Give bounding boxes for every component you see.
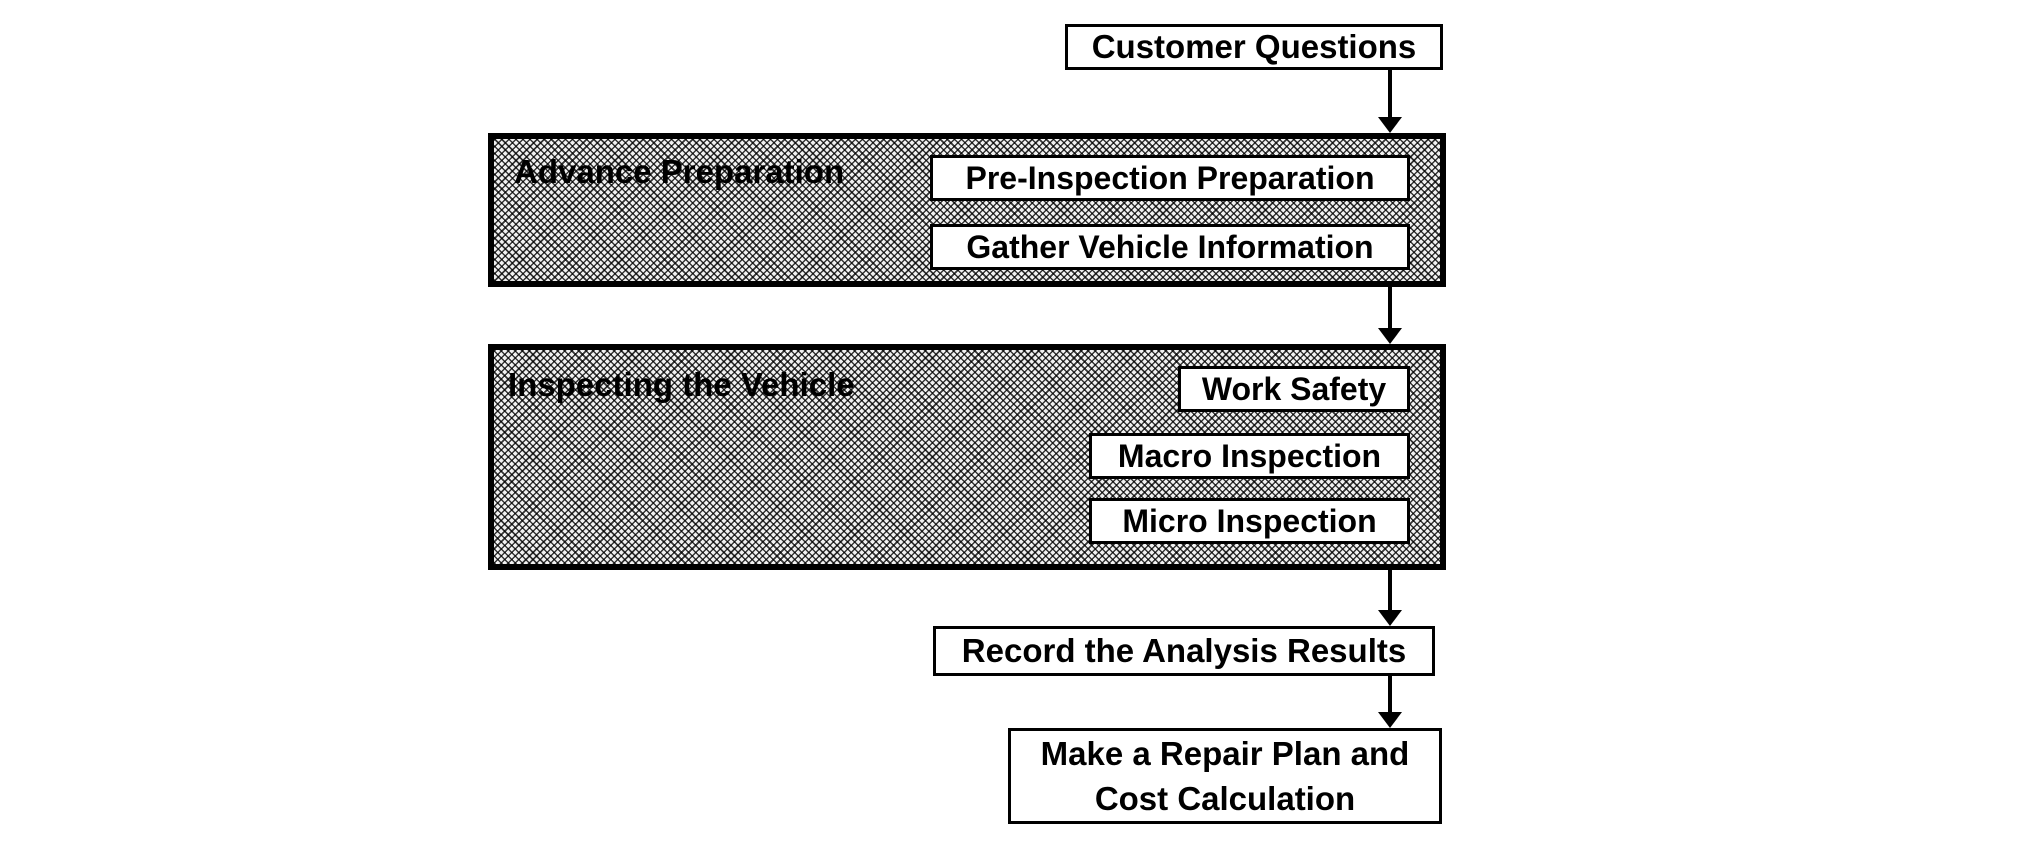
group-label-inspecting-the-vehicle: Inspecting the Vehicle (508, 366, 855, 403)
group-advance-preparation: Advance Preparation Pre-Inspection Prepa… (488, 133, 1446, 287)
step-micro-inspection: Micro Inspection (1089, 498, 1410, 544)
arrow-shaft (1388, 70, 1392, 120)
node-customer-questions: Customer Questions (1065, 24, 1443, 70)
repair-plan-line-1: Make a Repair Plan and (1040, 735, 1410, 772)
node-record-analysis-results: Record the Analysis Results (933, 626, 1435, 676)
group-label-advance-preparation: Advance Preparation (514, 153, 845, 190)
node-repair-plan-cost-calculation: Make a Repair Plan and Cost Calculation (1008, 728, 1442, 824)
step-work-safety: Work Safety (1178, 366, 1410, 412)
arrow-shaft (1388, 570, 1392, 613)
step-gather-vehicle-information: Gather Vehicle Information (930, 224, 1410, 270)
arrow-down-icon (1378, 328, 1402, 344)
arrow-shaft (1388, 676, 1392, 715)
step-pre-inspection-preparation: Pre-Inspection Preparation (930, 155, 1410, 201)
arrow-down-icon (1378, 117, 1402, 133)
step-macro-inspection: Macro Inspection (1089, 433, 1410, 479)
arrow-down-icon (1378, 712, 1402, 728)
arrow-down-icon (1378, 610, 1402, 626)
arrow-shaft (1388, 287, 1392, 331)
repair-plan-line-2: Cost Calculation (1094, 780, 1356, 817)
group-inspecting-the-vehicle: Inspecting the Vehicle Work Safety Macro… (488, 344, 1446, 570)
